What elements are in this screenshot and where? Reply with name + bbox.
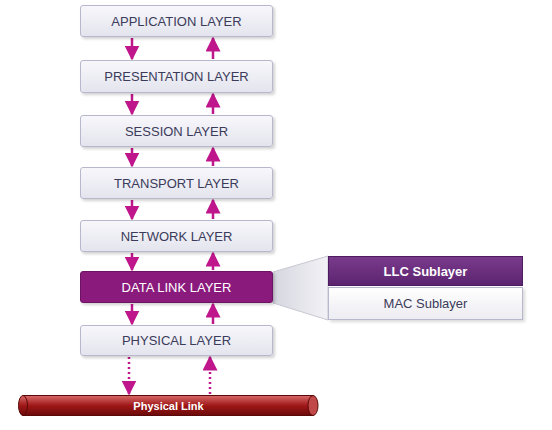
flow-arrow: [212, 38, 215, 59]
layer-box: PRESENTATION LAYER: [80, 60, 273, 93]
flow-arrow: [212, 304, 215, 324]
flow-arrow: [212, 200, 215, 219]
flow-arrow: [131, 38, 134, 59]
flow-arrow: [131, 304, 134, 324]
layer-box: PHYSICAL LAYER: [80, 325, 273, 356]
physical-link: Physical Link: [18, 395, 319, 416]
flow-arrow: [131, 253, 134, 270]
flow-arrow: [212, 148, 215, 166]
layer-box: TRANSPORT LAYER: [80, 167, 273, 199]
node-label: Physical Link: [133, 400, 203, 412]
node-label: LLC Sublayer: [384, 264, 468, 279]
sublayer-box: LLC Sublayer: [328, 256, 523, 286]
flow-arrow: [131, 94, 134, 114]
layer-box: APPLICATION LAYER: [80, 5, 273, 37]
callout-shape: [273, 256, 328, 320]
node-label: PHYSICAL LAYER: [122, 333, 231, 348]
flow-arrow: [128, 357, 131, 394]
node-label: PRESENTATION LAYER: [104, 69, 248, 84]
node-label: SESSION LAYER: [125, 124, 228, 139]
flow-arrow: [212, 253, 215, 270]
node-label: MAC Sublayer: [384, 296, 468, 311]
layer-box: NETWORK LAYER: [80, 220, 273, 252]
layer-box: SESSION LAYER: [80, 115, 273, 147]
layer-box-highlight: DATA LINK LAYER: [80, 271, 273, 303]
flow-arrow: [131, 148, 134, 166]
flow-arrow: [131, 200, 134, 219]
node-label: TRANSPORT LAYER: [114, 176, 239, 191]
node-label: DATA LINK LAYER: [122, 280, 232, 295]
flow-arrow: [212, 94, 215, 114]
flow-arrow: [209, 357, 212, 394]
node-label: APPLICATION LAYER: [111, 14, 241, 29]
sublayer-box: MAC Sublayer: [328, 287, 523, 320]
node-label: NETWORK LAYER: [121, 229, 233, 244]
